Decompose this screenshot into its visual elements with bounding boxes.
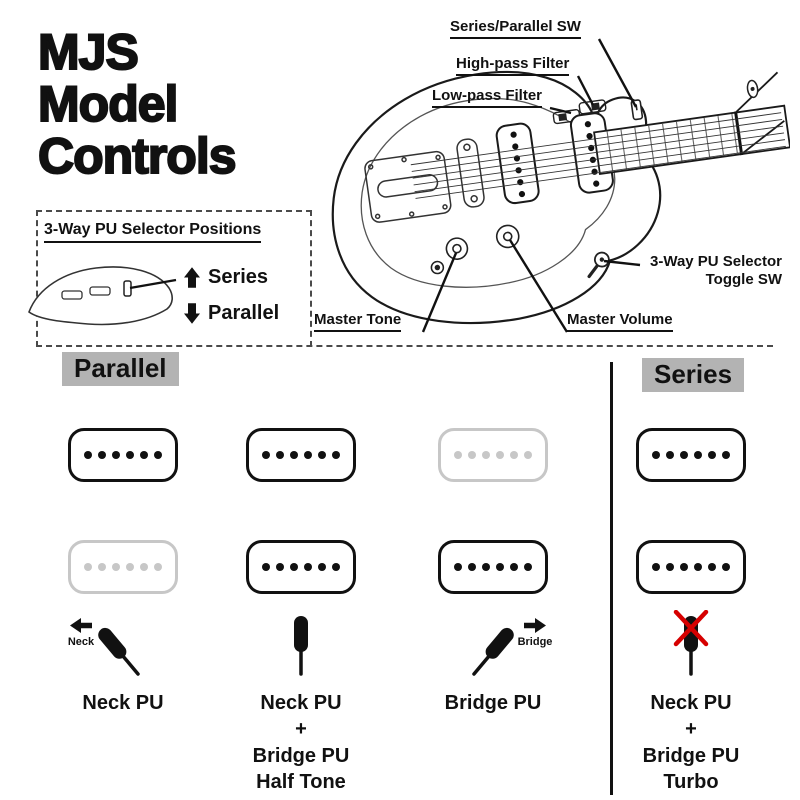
volume-knob-graphic	[495, 224, 520, 249]
left-arrow-icon	[69, 618, 92, 633]
position-caption: Neck PU + Bridge PU Turbo	[642, 692, 740, 794]
title-line: MJS	[37, 24, 140, 80]
toggle-lever-icon	[294, 616, 308, 676]
title-line: Model	[37, 76, 179, 132]
neck-direction: Neck	[68, 618, 94, 648]
right-arrow-icon	[524, 618, 546, 633]
cross-out-icon	[673, 610, 709, 647]
position-column-bridge: Bridge Bridge PU	[398, 420, 588, 716]
neck-graphic	[593, 71, 790, 176]
toggle-lever-icon	[98, 627, 140, 676]
neck-pickup-diagram	[246, 428, 356, 482]
switch-row: Bridge	[434, 610, 553, 684]
callout-master-tone: Master Tone	[314, 311, 402, 332]
selector-positions-heading: 3-Way PU Selector Positions	[44, 221, 262, 243]
pickguard-outline	[360, 97, 616, 288]
selector-toggle-graphic	[587, 251, 610, 279]
sketch-slider-switches	[61, 286, 111, 300]
position-column-turbo: Neck PU + Bridge PU Turbo	[596, 420, 786, 796]
guitar-illustration	[331, 38, 790, 333]
output-jack-graphic	[430, 260, 445, 275]
bridge-pickup-diagram	[68, 540, 178, 594]
dashed-separator	[36, 345, 773, 347]
callout-pu-selector-line2: Toggle SW	[705, 271, 782, 288]
title-line: Controls	[37, 128, 238, 184]
callout-pu-selector: 3-Way PU Selector Toggle SW	[622, 253, 782, 289]
up-arrow-icon	[184, 267, 200, 288]
series-section-label: Series	[642, 358, 745, 392]
sketch-leader-line	[129, 278, 177, 290]
series-direction-label: Series	[208, 266, 269, 288]
neck-pickup-diagram	[636, 428, 746, 482]
callout-series-parallel-sw: Series/Parallel SW	[450, 18, 581, 39]
switch-row	[651, 610, 731, 684]
page-title: MJS Model Controls	[37, 24, 238, 184]
tone-knob-graphic	[445, 237, 469, 260]
parallel-direction-label: Parallel	[208, 302, 280, 324]
toggle-lever-icon	[471, 627, 514, 676]
callout-master-volume: Master Volume	[567, 311, 673, 332]
series-direction-row: Series	[184, 266, 268, 289]
bridge-pickup-diagram	[636, 540, 746, 594]
section-divider	[610, 362, 613, 795]
parallel-section-label: Parallel	[62, 352, 179, 386]
callout-pu-selector-line1: 3-Way PU Selector	[650, 253, 782, 270]
bridge-direction-label: Bridge	[517, 636, 553, 648]
bridge-direction: Bridge	[517, 618, 553, 648]
toggle-lever-icon	[673, 610, 709, 676]
position-caption: Bridge PU	[444, 692, 542, 714]
bridge-pickup-diagram	[438, 540, 548, 594]
switch-row: Neck	[68, 610, 178, 684]
neck-pickup-diagram	[438, 428, 548, 482]
position-caption: Neck PU + Bridge PU Half Tone	[252, 692, 350, 794]
bridge-pickup-diagram	[246, 540, 356, 594]
neck-direction-label: Neck	[67, 636, 95, 648]
sketch-series-parallel-switch	[123, 280, 132, 297]
neck-pickup-diagram	[68, 428, 178, 482]
position-column-neck: Neck Neck PU	[28, 420, 218, 716]
position-column-half-tone: Neck PU + Bridge PU Half Tone	[206, 420, 396, 796]
down-arrow-icon	[184, 303, 200, 324]
callout-leader-lines	[421, 38, 641, 333]
switch-row	[261, 610, 341, 684]
pickguard-sketch-outline	[28, 266, 173, 326]
position-caption: Neck PU	[82, 692, 164, 714]
bridge-unit	[456, 138, 485, 208]
callout-high-pass-filter: High-pass Filter	[456, 55, 570, 76]
strings	[410, 112, 786, 199]
pickguard-sketch	[28, 266, 177, 326]
callout-low-pass-filter: Low-pass Filter	[432, 87, 543, 108]
parallel-direction-row: Parallel	[184, 302, 279, 325]
selector-positions-panel	[36, 210, 312, 347]
